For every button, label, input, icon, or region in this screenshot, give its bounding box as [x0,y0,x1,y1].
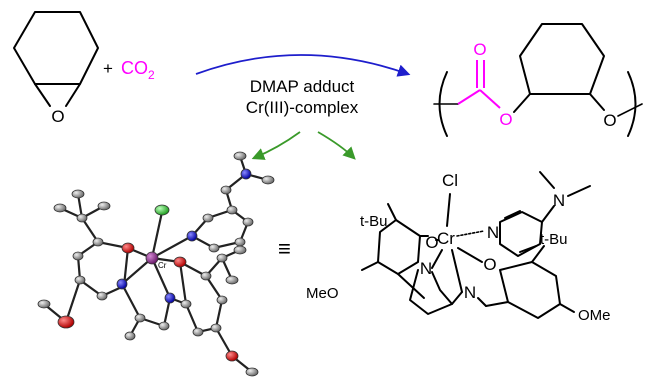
reaction-arrow [195,54,411,77]
cr-complex-structure: Cl Cr N N O t-Bu MeO O t-Bu OMe [306,171,611,324]
right-phenolate-oxygen-label: O [483,255,496,274]
left-tbu-label: t-Bu [360,213,388,230]
dmap-pyridine-ring [499,211,543,257]
right-amine-nitrogen-label: N [464,283,476,302]
condition-line-1: DMAP adduct [250,77,355,96]
chromium-atom [145,251,159,265]
left-methoxy-label: MeO [306,285,339,302]
condition-line-2: Cr(III)-complex [246,98,359,117]
cyclohexene-oxide-structure: O [13,11,99,126]
chlorine-atom [154,204,170,216]
left-amine-nitrogen-label: N [420,259,432,278]
crystal-structure-image: Cr [37,151,275,377]
co2-label: CO2 [121,58,155,82]
right-tbu-label: t-Bu [540,231,568,248]
right-bracket [627,71,637,137]
carbonyl-oxygen-label: O [473,40,486,59]
ester-oxygen-label: O [499,110,512,129]
plus-sign: + [103,59,113,78]
chromium-label: Cr [437,229,455,248]
epoxide-oxygen-label: O [51,107,64,126]
right-aryl-ring [499,261,561,319]
equivalence-symbol: ≡ [278,236,291,261]
green-arrow-to-structure [317,131,356,160]
pyridine-nitrogen-label: N [487,223,499,242]
right-methoxy-label: OMe [578,307,611,324]
crystal-cr-label: Cr [158,261,167,270]
green-arrow-to-crystal [251,131,301,160]
dmap-nitrogen-label: N [553,191,565,210]
polycarbonate-structure: O O O [433,23,643,137]
left-phenolate-oxygen-label: O [425,233,438,252]
ether-oxygen-label: O [603,111,616,130]
chloride-label: Cl [442,171,458,190]
